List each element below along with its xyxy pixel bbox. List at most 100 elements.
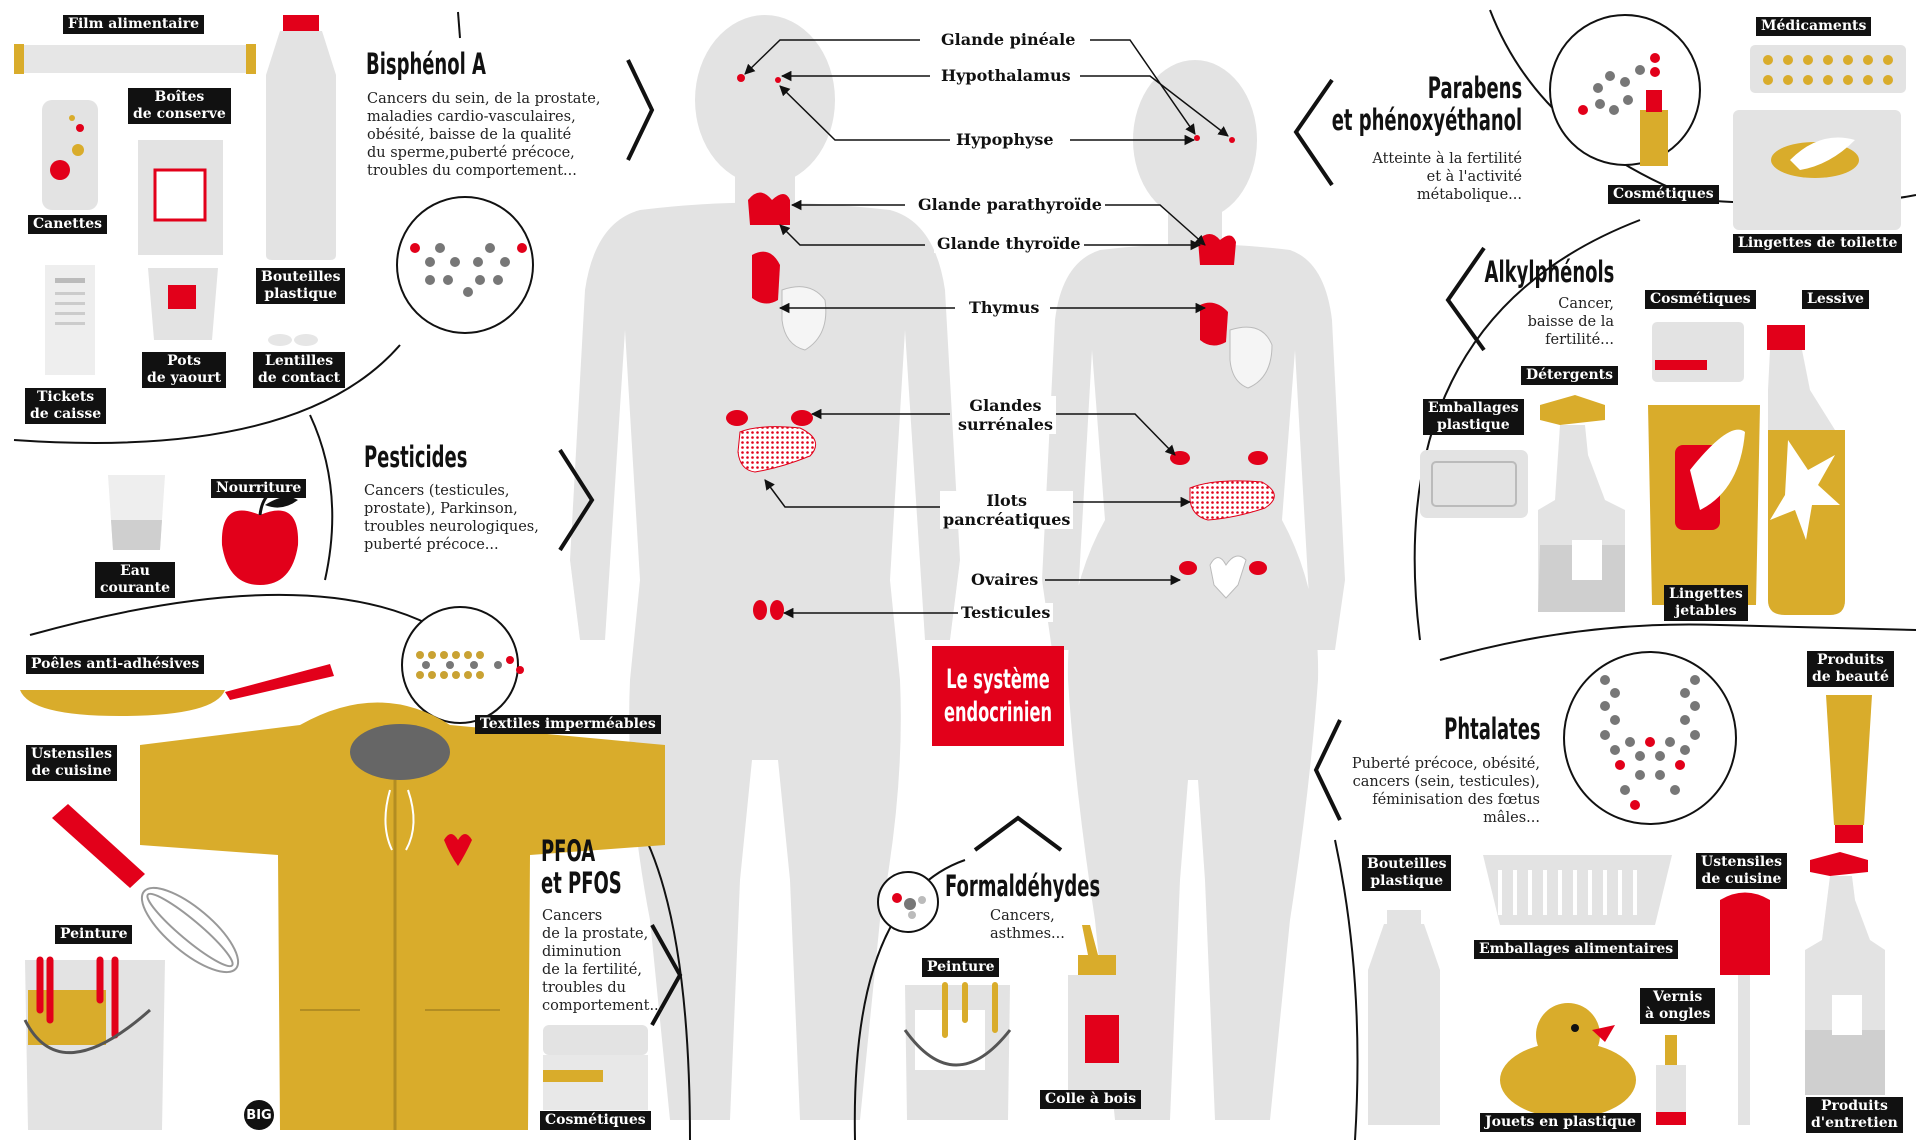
tag-poeles-anti-adhesives: Poêles anti-adhésives (26, 655, 205, 674)
organ-arrows (744, 39, 1229, 619)
product-spray (1538, 395, 1625, 612)
product-spatula (1720, 892, 1770, 1125)
product-cream-jar (543, 1025, 648, 1110)
male-silhouette (570, 15, 960, 1120)
desc-bisphenol: Cancers du sein, de la prostate, maladie… (367, 91, 601, 179)
tag-emballages-alimentaires: Emballages alimentaires (1474, 940, 1679, 959)
product-film (14, 44, 256, 74)
tag-cosmetiques-3: Cosmétiques (1645, 290, 1756, 309)
tag-canettes: Canettes (28, 215, 108, 234)
tag-tickets-de-caisse: Tickets de caisse (25, 388, 107, 424)
molecule-bisphenol (396, 196, 534, 334)
desc-formaldehydes: Cancers, asthmes... (990, 908, 1065, 942)
tag-produits-d-entretien: Produits d'entretien (1806, 1097, 1903, 1133)
tag-peinture: Peinture (55, 925, 133, 944)
product-cream-jar-2 (1652, 322, 1744, 382)
heading-pfoa-pfos: PFOA et PFOS (541, 834, 622, 900)
desc-pfoa-pfos: Cancers de la prostate, diminution de la… (542, 908, 664, 1014)
heading-parabens: Parabens et phénoxyéthanol (1331, 71, 1522, 137)
label-thymus: Thymus (966, 298, 1043, 317)
product-yogurt (148, 268, 218, 340)
product-apple (221, 490, 299, 585)
product-glue (1068, 925, 1126, 1090)
tag-detergents: Détergents (1521, 366, 1619, 385)
tag-eau-courante: Eau courante (95, 562, 176, 598)
product-wipes-box (1733, 110, 1901, 230)
product-nail-polish (1656, 1035, 1686, 1125)
product-paint-bucket-2 (903, 982, 1012, 1120)
tag-lessive: Lessive (1802, 290, 1869, 309)
product-medicine (1750, 45, 1906, 93)
tag-ustensiles-de-cuisine: Ustensiles de cuisine (26, 745, 117, 781)
male-organs (726, 74, 827, 620)
tag-textiles-impermeables: Textiles imperméables (475, 715, 661, 734)
title-badge: Le système endocrinien (932, 646, 1064, 746)
tag-bouteilles-plastique-2: Bouteilles plastique (1362, 855, 1452, 891)
product-pan (20, 664, 334, 716)
label-glande-pineale: Glande pinéale (938, 30, 1079, 49)
tag-pots-de-yaourt: Pots de yaourt (142, 352, 227, 388)
molecule-formaldehyde (877, 871, 939, 933)
desc-phtalates: Puberté précoce, obésité, cancers (sein,… (1351, 756, 1540, 826)
tag-produits-de-beaute: Produits de beauté (1807, 651, 1894, 687)
product-beauty-tube (1826, 695, 1872, 843)
molecule-phtalates (1563, 651, 1737, 825)
heading-phtalates: Phtalates (1444, 712, 1541, 746)
tag-vernis-a-ongles: Vernis à ongles (1640, 988, 1716, 1024)
product-tin (138, 140, 223, 255)
chevrons (558, 59, 1486, 1026)
product-whisk (52, 804, 240, 974)
tag-lingettes-de-toilette: Lingettes de toilette (1733, 234, 1903, 253)
tag-colle-a-bois: Colle à bois (1040, 1090, 1142, 1109)
product-water-glass (108, 475, 165, 550)
desc-alkylphenols: Cancer, baisse de la fertilité... (1527, 296, 1614, 348)
label-hypophyse: Hypophyse (953, 130, 1057, 149)
tag-cosmetiques: Cosmétiques (540, 1111, 651, 1130)
page-title: Le système endocrinien (944, 664, 1052, 728)
product-paint-bucket (23, 956, 165, 1130)
product-can (42, 100, 98, 210)
tag-film-alimentaire: Film alimentaire (63, 15, 205, 34)
label-testicules: Testicules (958, 603, 1054, 622)
label-glande-thyroide: Glande thyroïde (934, 234, 1084, 253)
product-duck (1500, 1003, 1636, 1118)
product-detergent (1767, 325, 1845, 615)
product-lenses (268, 334, 318, 346)
label-hypothalamus: Hypothalamus (938, 66, 1074, 85)
tag-ustensiles-de-cuisine-2: Ustensiles de cuisine (1696, 853, 1787, 889)
tag-peinture-2: Peinture (922, 958, 1000, 977)
tag-emballages-plastique: Emballages plastique (1423, 399, 1524, 435)
tag-boites-de-conserve: Boîtes de conserve (128, 88, 231, 124)
publisher-logo: BIG (244, 1100, 274, 1130)
molecule-pfoa (401, 606, 524, 724)
heading-pesticides: Pesticides (364, 440, 468, 474)
tag-lingettes-jetables: Lingettes jetables (1664, 585, 1748, 621)
desc-parabens: Atteinte à la fertilité et à l'activité … (1372, 151, 1522, 203)
molecule-bisphenol-atoms (410, 243, 527, 297)
product-food-tray (1483, 855, 1672, 925)
tag-medicaments: Médicaments (1756, 17, 1872, 36)
tag-jouets-en-plastique: Jouets en plastique (1480, 1113, 1641, 1132)
product-spray-2 (1805, 852, 1885, 1095)
product-wipes-pack (1648, 405, 1760, 605)
female-organs (1170, 135, 1275, 599)
molecule-parabens (1549, 14, 1701, 166)
desc-pesticides: Cancers (testicules, prostate), Parkinso… (364, 483, 539, 553)
label-ilots-pancreatiques: Ilots pancréatiques (940, 491, 1074, 529)
tag-cosmetiques-2: Cosmétiques (1608, 185, 1719, 204)
tag-nourriture: Nourriture (211, 479, 307, 498)
product-bottle-2 (1368, 910, 1440, 1125)
product-jacket (140, 702, 665, 1130)
label-ovaires: Ovaires (968, 570, 1042, 589)
tag-bouteilles-plastique: Bouteilles plastique (256, 268, 346, 304)
label-glandes-surrenales: Glandes surrénales (955, 396, 1056, 434)
heading-formaldehydes: Formaldéhydes (945, 869, 1101, 903)
heading-bisphenol: Bisphénol A (366, 47, 486, 81)
product-ticket (45, 265, 95, 375)
heading-alkylphenols: Alkylphénols (1484, 255, 1614, 289)
product-tray (1420, 450, 1528, 518)
label-glande-parathyroide: Glande parathyroïde (915, 195, 1105, 214)
product-bottle (266, 15, 336, 260)
